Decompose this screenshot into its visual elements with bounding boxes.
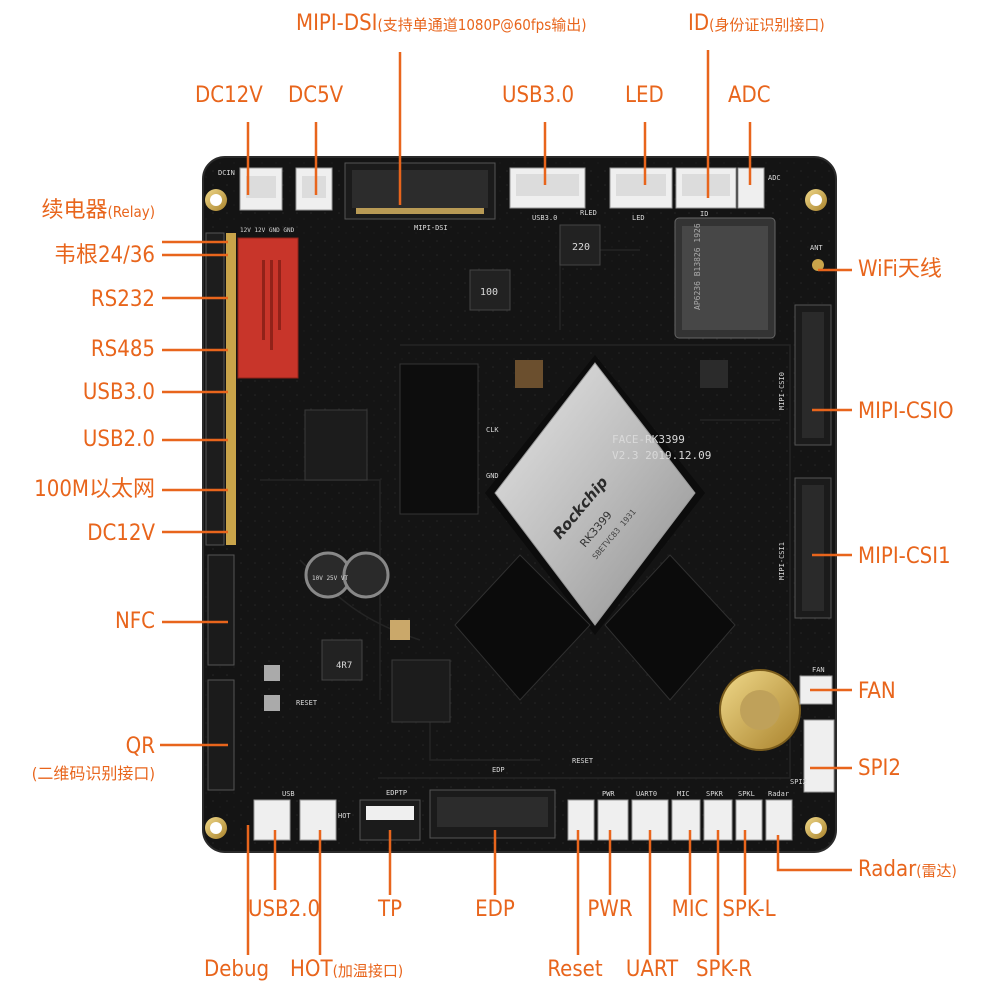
silk-reset: RESET (572, 757, 594, 765)
silk-inductor-220: 220 (572, 242, 590, 253)
label-radar: Radar(雷达) (858, 857, 957, 882)
label-wiegand: 韦根24/36 (53, 243, 155, 268)
silk-edptp: EDPTP (386, 789, 407, 797)
label-mic: MIC (671, 897, 709, 922)
soc-chip (485, 355, 705, 635)
silk-radar: Radar (768, 790, 789, 798)
silk-uart: UART0 (636, 790, 657, 798)
label-rs232: RS232 (90, 287, 155, 312)
label-spk-l: SPK-L (722, 897, 776, 922)
silk-hot: HOT (338, 812, 351, 820)
relay-component (237, 237, 299, 379)
label-fan: FAN (858, 679, 896, 704)
label-csi0: MIPI-CSIO (858, 399, 954, 424)
label-relay: 续电器(Relay) (41, 198, 155, 223)
label-mipi-dsi: MIPI-DSI(支持单通道1080P@60fps输出) (296, 11, 587, 36)
label-wifi: WiFi天线 (858, 257, 942, 282)
silk-fan: FAN (812, 666, 825, 674)
left-pin-header (205, 232, 236, 546)
label-csi1: MIPI-CSI1 (858, 544, 951, 569)
label-adc: ADC (728, 83, 771, 108)
board-version: V2.3 2019.12.09 (612, 449, 711, 462)
label-uart: UART (625, 957, 679, 982)
label-edp: EDP (475, 897, 515, 922)
silk-ant: ANT (810, 244, 823, 252)
silk-adc: ADC (768, 174, 781, 182)
leader-lines (160, 50, 852, 955)
silk-wifi-module: AP6236 B13826 1926 (693, 223, 702, 310)
label-led: LED (625, 83, 664, 108)
label-rs485: RS485 (90, 337, 155, 362)
label-nfc: NFC (114, 609, 155, 634)
silk-id: ID (700, 210, 708, 218)
silk-spi2: SPI2 (790, 778, 807, 786)
silk-inductor-4r7: 4R7 (336, 661, 352, 671)
label-dc12v-top: DC12V (195, 83, 263, 108)
label-usb30-left: USB3.0 (82, 380, 155, 405)
label-usb20-bottom: USB2.0 (248, 897, 321, 922)
silk-csi1: MIPI-CSI1 (778, 542, 786, 580)
label-id: ID(身份证识别接口) (688, 11, 825, 36)
silk-clk: CLK (486, 426, 499, 434)
silk-edp: EDP (492, 766, 505, 774)
label-dc5v: DC5V (288, 83, 344, 108)
board-model: FACE-RK3399 (612, 433, 685, 446)
label-spi2: SPI2 (858, 756, 901, 781)
label-hot: HOT(加温接口) (290, 957, 404, 982)
label-debug: Debug (204, 957, 270, 982)
coin-cell-battery (719, 669, 801, 751)
silk-usb30: USB3.0 (532, 214, 557, 222)
right-connectors (794, 259, 835, 793)
silk-reset-button: RESET (296, 699, 318, 707)
label-usb20-left: USB2.0 (82, 427, 155, 452)
silk-spkl: SPKL (738, 790, 755, 798)
silk-mipi-dsi: MIPI-DSI (414, 224, 448, 232)
label-tp: TP (377, 897, 403, 922)
silk-mic: MIC (677, 790, 690, 798)
label-ethernet: 100M以太网 (34, 477, 155, 502)
label-usb30-top: USB3.0 (502, 83, 575, 108)
label-pwr: PWR (587, 897, 633, 922)
label-spk-r: SPK-R (695, 957, 753, 982)
mounting-holes (205, 189, 827, 839)
silk-usb20: USB (282, 790, 295, 798)
silk-csi0: MIPI-CSI0 (778, 372, 786, 410)
silk-power-pins: 12V 12V GND GND (240, 227, 295, 234)
silk-led: LED (632, 214, 645, 222)
silk-gnd: GND (486, 472, 499, 480)
silk-dcin: DCIN (218, 169, 235, 177)
silk-inductor-100: 100 (480, 287, 498, 298)
silk-spkr: SPKR (706, 790, 724, 798)
label-reset: Reset (547, 957, 603, 982)
silk-pwr: PWR (602, 790, 615, 798)
label-qr-note: (二维码识别接口) (31, 764, 155, 783)
label-dc12v-left: DC12V (87, 521, 155, 546)
silk-rled: RLED (580, 209, 597, 217)
silk-capacitor: 10V 25V VT (312, 575, 349, 582)
ram-chips (454, 554, 736, 701)
label-qr: QR (125, 734, 155, 759)
